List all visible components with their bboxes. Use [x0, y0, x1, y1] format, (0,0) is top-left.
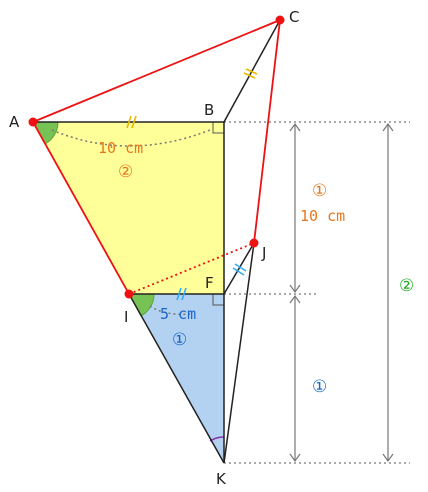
label-j: J — [261, 244, 266, 262]
label-i: I — [124, 308, 128, 326]
segment-cj — [253, 19, 281, 244]
label-f: F — [205, 274, 214, 292]
segment-ac — [32, 19, 281, 123]
label-a: A — [9, 113, 20, 131]
tick-marks-fj — [232, 263, 247, 276]
label-b: B — [204, 101, 214, 119]
ab-length-label: 10 cm — [98, 139, 143, 157]
fk-ratio-label: ① — [312, 377, 327, 397]
bf-ratio-label: ① — [312, 181, 327, 201]
tick-marks-if — [176, 287, 187, 301]
dimension-bk — [382, 122, 394, 463]
dimension-bf — [289, 122, 301, 294]
point-j — [249, 238, 259, 248]
right-angle-f-marker — [212, 294, 224, 306]
label-c: C — [289, 8, 299, 26]
point-i — [124, 289, 134, 299]
segment-fj — [223, 242, 255, 295]
right-angle-b-marker — [212, 122, 224, 134]
trapezoid-abfi-fill — [33, 122, 224, 294]
tick-marks-bc — [243, 68, 258, 79]
dimension-fk — [289, 294, 301, 463]
point-c — [275, 15, 285, 25]
segment-ik — [128, 293, 225, 464]
label-k: K — [216, 470, 227, 488]
ab-ratio-label: ② — [118, 162, 133, 182]
bf-length-label: 10 cm — [300, 207, 345, 225]
tick-marks-ab — [126, 115, 137, 129]
segment-ai — [32, 121, 130, 295]
segment-jk — [223, 242, 255, 464]
if-ratio-label: ① — [172, 330, 187, 350]
point-a — [28, 117, 38, 127]
bk-ratio-label: ② — [399, 276, 414, 296]
if-length-label: 5 cm — [160, 305, 196, 323]
